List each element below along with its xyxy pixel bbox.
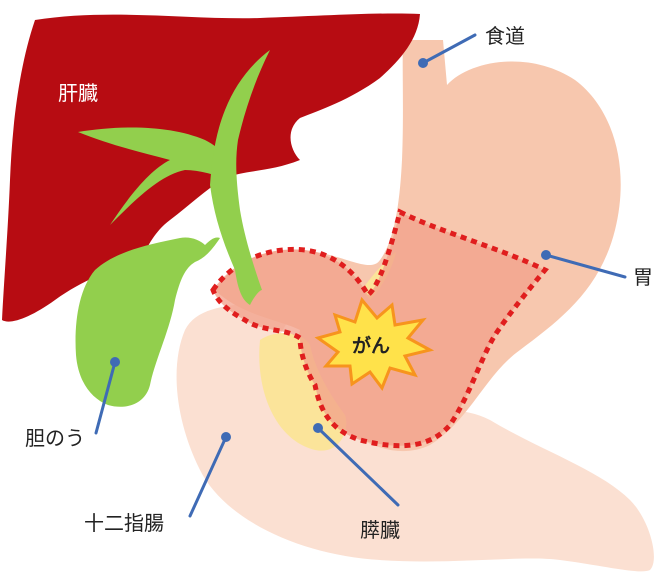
label-liver: 肝臓 <box>58 81 98 105</box>
leader-duodenum <box>188 435 228 518</box>
pancreas-shape <box>259 333 347 451</box>
dot-gallbladder <box>110 357 120 367</box>
label-esophagus: 食道 <box>485 24 525 48</box>
label-cancer: がん <box>352 334 390 357</box>
dot-stomach <box>541 250 551 260</box>
bile-duct-branch <box>78 127 231 225</box>
leader-gallbladder <box>94 360 117 435</box>
tumor-outline <box>210 208 549 449</box>
leader-pancreas <box>316 426 400 507</box>
dot-duodenum <box>221 432 231 442</box>
label-pancreas: 膵臓 <box>360 518 400 542</box>
label-gallbladder: 胆のう <box>25 426 85 450</box>
bile-duct-main <box>210 50 270 305</box>
cancer-starburst <box>314 296 435 392</box>
label-stomach: 胃 <box>633 265 653 289</box>
dot-esophagus <box>418 58 428 68</box>
leader-esophagus <box>421 33 477 65</box>
leader-stomach <box>544 253 627 279</box>
dot-pancreas <box>313 423 323 433</box>
leader-lines <box>94 33 627 518</box>
label-duodenum: 十二指腸 <box>84 511 164 535</box>
